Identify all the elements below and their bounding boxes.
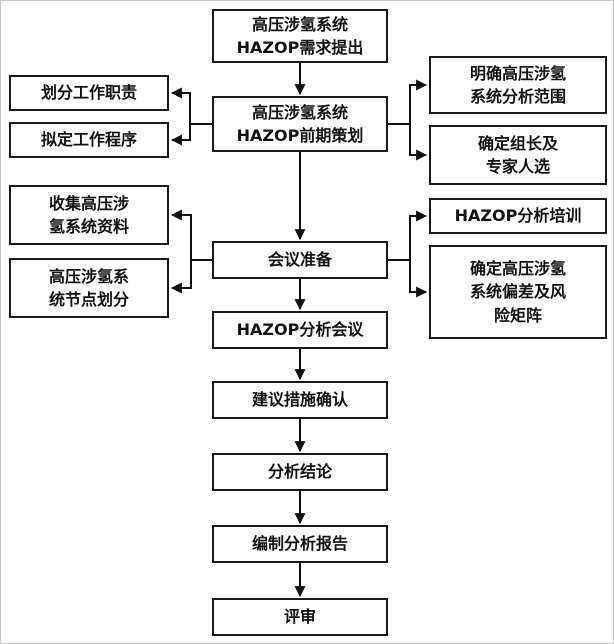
- node-analysis-report: 编制分析报告: [212, 525, 388, 563]
- node-hazop-requirement: 高压涉氢系统 HAZOP需求提出: [212, 9, 388, 63]
- node-collect-data-label: 收集高压涉 氢系统资料: [48, 193, 129, 236]
- node-meeting-preparation-label: 会议准备: [267, 250, 332, 270]
- node-hazop-preplanning: 高压涉氢系统 HAZOP前期策划: [212, 96, 388, 152]
- node-work-procedures-label: 拟定工作程序: [40, 130, 137, 150]
- connector-preplanning-left: [189, 92, 212, 141]
- node-hazop-preplanning-label: 高压涉氢系统 HAZOP前期策划: [236, 102, 364, 145]
- node-review-label: 评审: [283, 607, 316, 627]
- node-deviation-risk-matrix: 确定高压涉氢 系统偏差及风 险矩阵: [429, 245, 607, 339]
- node-collect-data: 收集高压涉 氢系统资料: [9, 185, 169, 245]
- node-measures-confirmation-label: 建议措施确认: [251, 390, 348, 410]
- connector-meetingprep-left: [190, 214, 212, 289]
- node-hazop-training-label: HAZOP分析培训: [454, 206, 582, 226]
- node-hazop-training: HAZOP分析培训: [429, 198, 607, 234]
- node-analysis-conclusion: 分析结论: [212, 453, 388, 491]
- node-measures-confirmation: 建议措施确认: [212, 381, 388, 419]
- node-meeting-preparation: 会议准备: [212, 241, 388, 279]
- node-work-procedures: 拟定工作程序: [9, 122, 169, 158]
- node-node-division-label: 高压涉氢系 统节点划分: [48, 266, 129, 309]
- node-hazop-analysis-meeting: HAZOP分析会议: [212, 311, 388, 349]
- node-node-division: 高压涉氢系 统节点划分: [9, 258, 169, 318]
- node-analysis-conclusion-label: 分析结论: [267, 462, 332, 482]
- node-analysis-scope-label: 明确高压涉氢 系统分析范围: [469, 63, 566, 106]
- node-leader-selection: 确定组长及 专家人选: [429, 125, 607, 185]
- node-leader-selection-label: 确定组长及 专家人选: [477, 133, 558, 176]
- node-hazop-analysis-meeting-label: HAZOP分析会议: [236, 320, 364, 340]
- connector-preplanning-right: [388, 84, 411, 156]
- node-work-duties-label: 划分工作职责: [40, 83, 137, 103]
- node-analysis-scope: 明确高压涉氢 系统分析范围: [429, 56, 607, 114]
- node-review: 评审: [212, 598, 388, 636]
- node-analysis-report-label: 编制分析报告: [251, 534, 348, 554]
- node-deviation-risk-matrix-label: 确定高压涉氢 系统偏差及风 险矩阵: [469, 259, 566, 325]
- connector-meetingprep-right: [388, 215, 411, 293]
- node-hazop-requirement-label: 高压涉氢系统 HAZOP需求提出: [236, 14, 364, 57]
- node-work-duties: 划分工作职责: [9, 75, 169, 111]
